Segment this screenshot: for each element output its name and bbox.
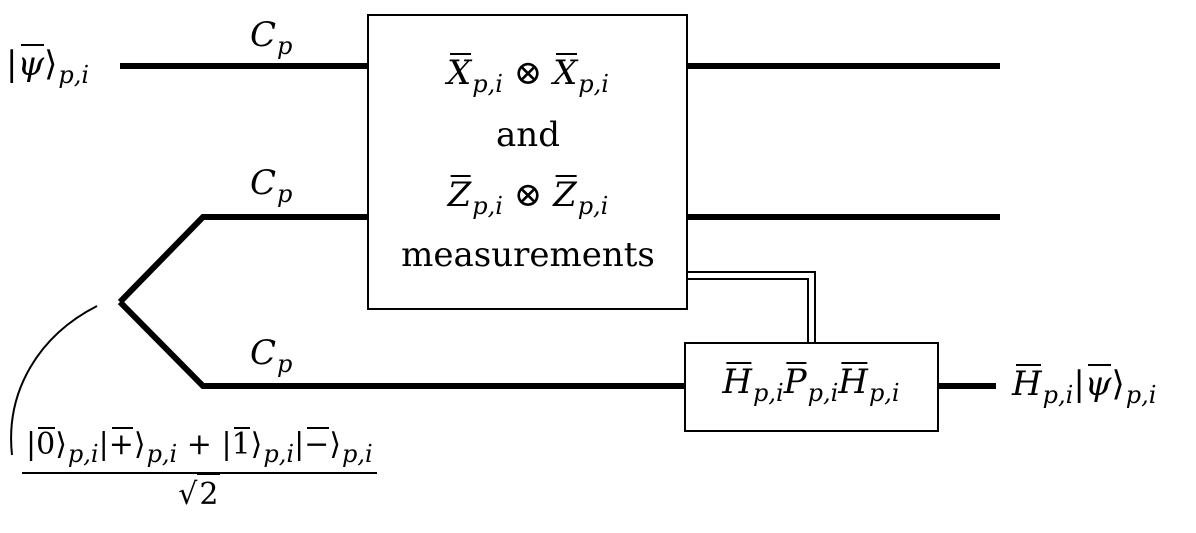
wire-label-top: Cp <box>250 15 293 60</box>
correction-box <box>684 342 939 432</box>
ancilla-numerator: |0⟩p,i|+⟩p,i + |1⟩p,i|−⟩p,i <box>22 427 377 474</box>
ancilla-state-label: |0⟩p,i|+⟩p,i + |1⟩p,i|−⟩p,i √2 <box>22 427 377 512</box>
ancilla-denominator: √2 <box>22 473 377 512</box>
input-state-label: |ψ⟩p,i <box>6 44 90 89</box>
measure-zz-label: Zp,i ⊗ Zp,i <box>447 175 609 220</box>
measurement-box <box>367 14 688 310</box>
wire-label-middle: Cp <box>250 163 293 208</box>
measure-xx-label: Xp,i ⊗ Xp,i <box>447 53 609 98</box>
classical-wire-outer <box>687 271 816 343</box>
classical-wire-inner <box>687 278 809 343</box>
output-state-label: Hp,i|ψ⟩p,i <box>1012 364 1157 409</box>
wire-bottom-in <box>117 299 685 389</box>
measure-measurements-label: measurements <box>401 235 655 275</box>
wire-middle-in <box>117 214 368 305</box>
correction-label: Hp,iPp,iHp,i <box>722 362 900 407</box>
wire-label-bottom: Cp <box>250 333 293 378</box>
ancilla-fraction: |0⟩p,i|+⟩p,i + |1⟩p,i|−⟩p,i √2 <box>22 427 377 512</box>
measure-and-label: and <box>496 115 560 155</box>
ancilla-pointer-curve <box>10 305 98 456</box>
